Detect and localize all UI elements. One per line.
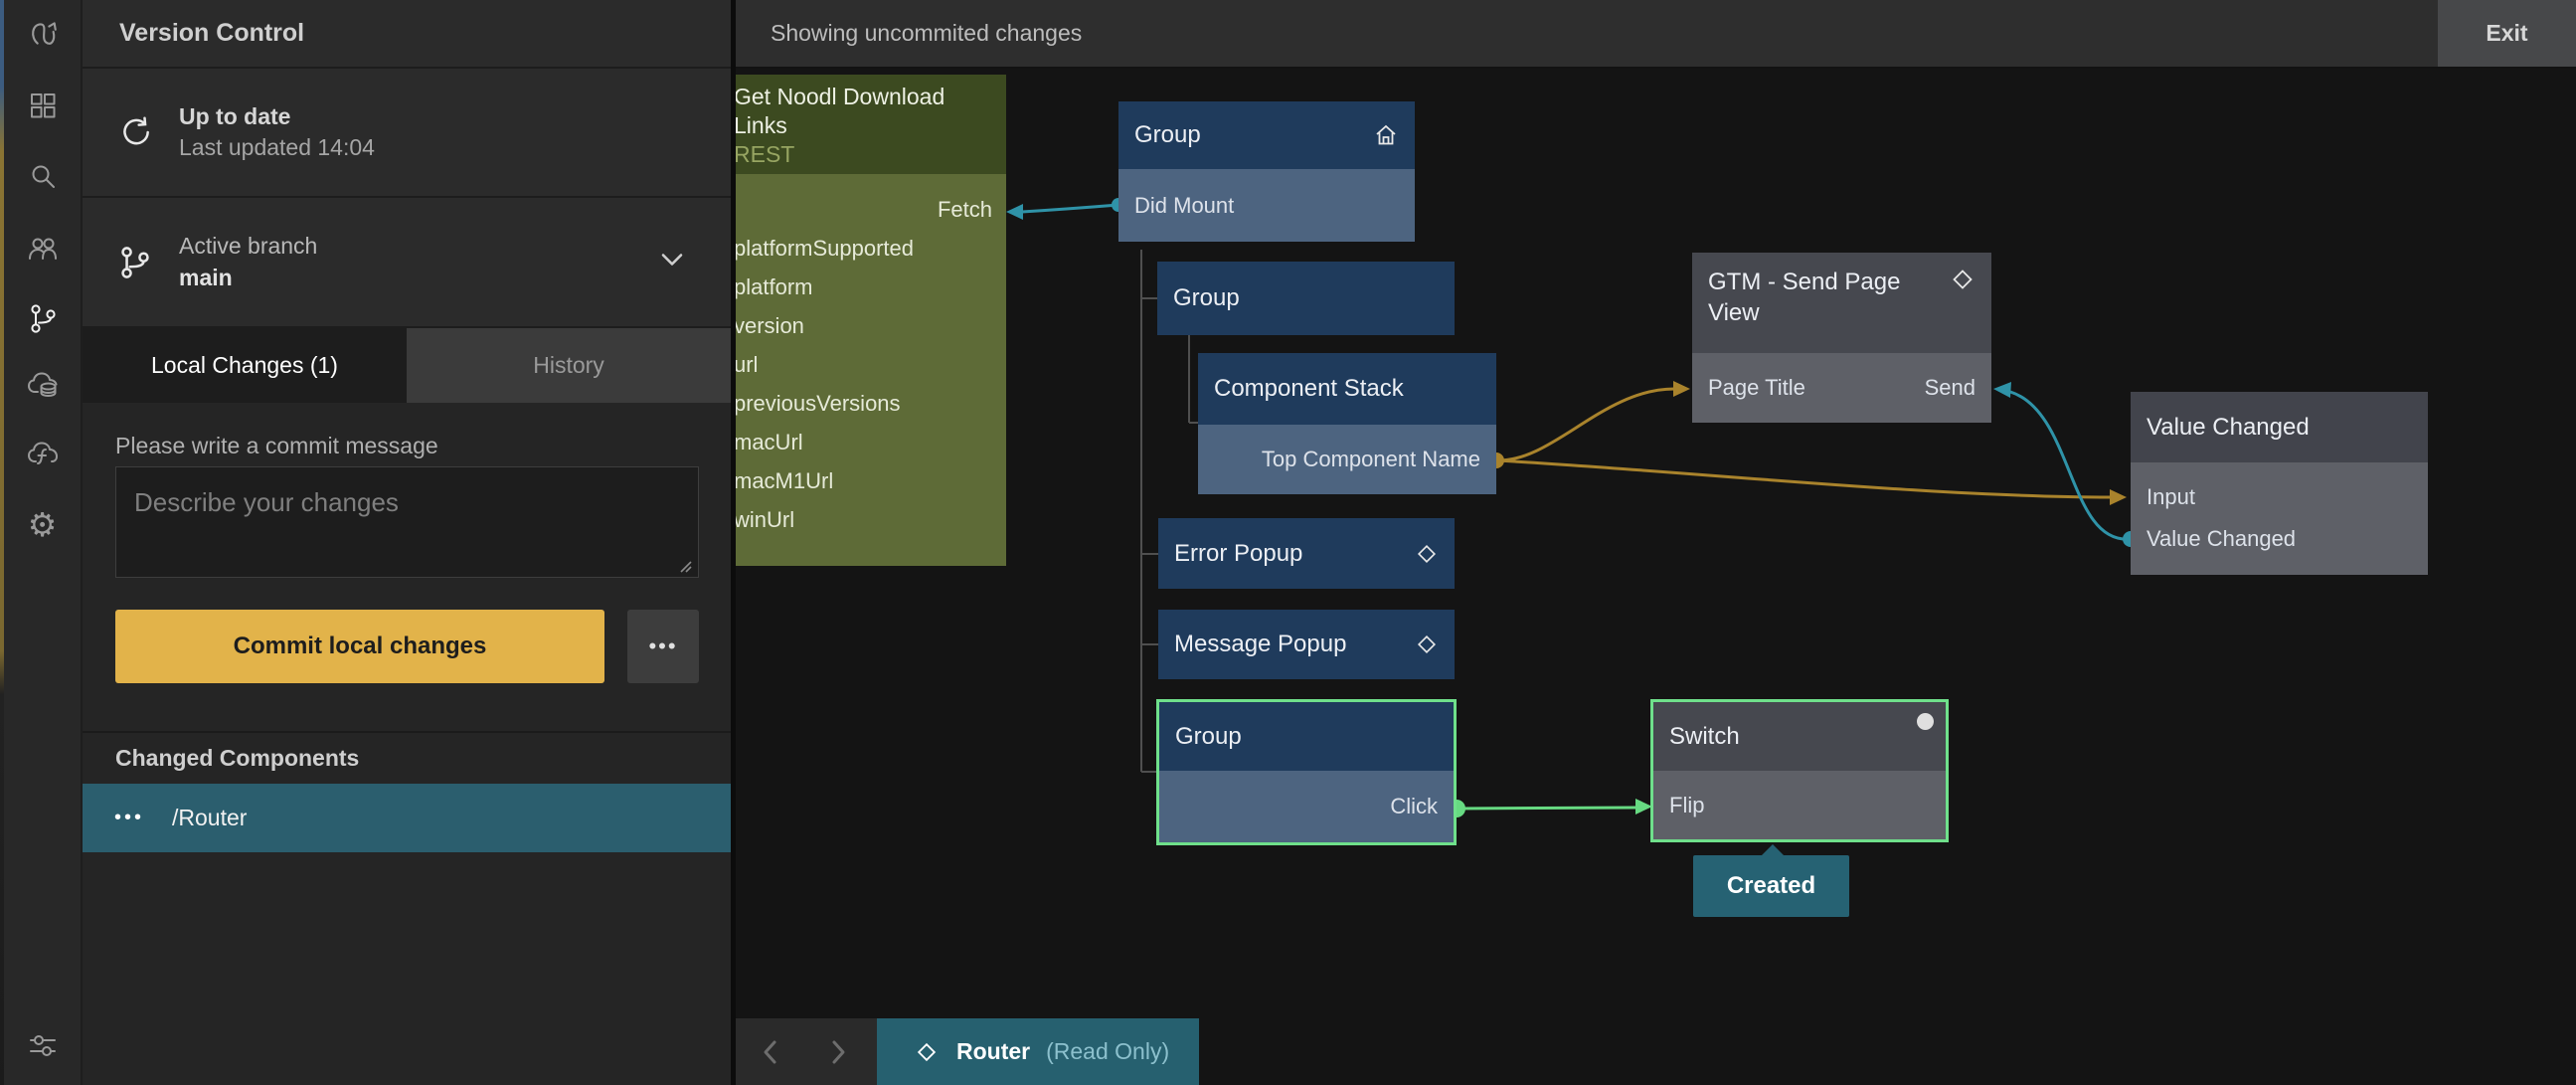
refresh-icon[interactable] [115,113,155,151]
node-title: Group [1175,722,1242,750]
node-title: Switch [1669,722,1740,750]
node-status-dot [1917,713,1934,730]
port-platformsupported[interactable]: platformSupported [736,235,914,261]
node-title: Group [1173,284,1240,311]
changed-component-name: /Router [172,805,248,830]
active-branch-label: Active branch [179,233,318,260]
gtm-port-row[interactable]: Page Title Send [1692,353,1991,423]
nav-forward-icon[interactable] [815,1029,861,1075]
node-title: GTM - Send Page View [1708,269,1901,327]
node-title: Component Stack [1214,375,1404,402]
commit-local-changes-button[interactable]: Commit local changes [115,610,604,683]
panel-header: Version Control [83,0,731,69]
port-winurl[interactable]: winUrl [736,506,795,532]
component-diamond-icon [915,1040,939,1064]
node-group-home[interactable]: Group Did Mount [1118,101,1415,242]
created-tooltip-badge: Created [1693,844,1849,917]
node-group-click[interactable]: Group Click [1156,699,1457,845]
node-rest[interactable]: Get Noodl Download Links REST Fetch plat… [736,75,1006,566]
settings-gear-icon[interactable]: ⚙ [27,505,58,543]
port-click[interactable]: Click [1159,771,1454,842]
commit-more-options-button[interactable]: ••• [627,610,699,683]
port-page-title[interactable]: Page Title [1708,375,1805,400]
components-grid-icon[interactable] [26,89,60,122]
row-menu-icon[interactable]: ••• [114,807,145,828]
version-control-branch-icon[interactable] [26,301,60,335]
tooltip-pointer [1762,844,1784,855]
version-control-panel: Version Control Up to date Last updated … [83,0,731,1085]
cloud-database-icon[interactable] [26,368,60,402]
window-edge-strip [0,0,4,1085]
active-branch-row[interactable]: Active branch main [83,198,731,328]
users-icon[interactable] [26,232,60,266]
tab-history[interactable]: History [407,328,731,403]
component-tab-router[interactable]: Router (Read Only) [877,1018,1199,1085]
commit-message-input[interactable] [115,466,699,578]
readonly-label: (Read Only) [1046,1038,1170,1064]
changed-component-row-router[interactable]: ••• /Router [83,784,731,852]
search-icon[interactable] [26,159,60,193]
port-macurl[interactable]: macUrl [736,429,803,454]
commit-message-prompt: Please write a commit message [115,433,438,458]
sync-status-title: Up to date [179,102,291,129]
page-title: Version Control [119,19,305,47]
port-did-mount[interactable]: Did Mount [1118,169,1415,242]
port-macm1url[interactable]: macM1Url [736,467,834,493]
node-message-popup[interactable]: Message Popup [1158,610,1455,679]
node-gtm-send-page-view[interactable]: GTM - Send Page View Page Title Send [1692,253,1991,423]
port-previousversions[interactable]: previousVersions [736,390,901,416]
node-title: Message Popup [1174,631,1347,657]
component-diamond-icon [1950,267,1975,292]
port-url[interactable]: url [736,351,759,377]
panel-tabs: Local Changes (1) History [83,328,731,403]
cloud-functions-icon[interactable] [26,437,60,470]
node-title: Get Noodl Download Links [736,84,945,139]
exit-button[interactable]: Exit [2438,0,2576,67]
canvas-top-bar: Showing uncommited changes Exit [736,0,2576,69]
port-send[interactable]: Send [1924,375,1975,400]
port-value-changed[interactable]: Value Changed [2147,526,2297,551]
port-fetch[interactable]: Fetch [937,196,992,222]
connection-wires [1006,198,2139,817]
port-top-component-name[interactable]: Top Component Name [1198,425,1496,494]
home-icon [1373,122,1399,148]
port-input[interactable]: Input [2147,484,2195,509]
node-component-stack[interactable]: Component Stack Top Component Name [1198,353,1496,494]
node-switch[interactable]: Switch Flip [1650,699,1949,842]
sidebar-rail: ⚙ [4,0,83,1085]
changed-components-heading: Changed Components [115,744,360,771]
node-title: Error Popup [1174,539,1303,567]
node-type-label: REST [736,140,795,167]
noodl-logo-icon[interactable] [26,17,60,51]
chevron-down-icon[interactable] [661,253,683,271]
component-tab-name: Router [956,1038,1031,1064]
uncommitted-changes-status: Showing uncommited changes [771,20,1083,46]
port-flip[interactable]: Flip [1653,771,1946,839]
node-group-child[interactable]: Group [1157,262,1455,335]
sync-status-subtitle: Last updated 14:04 [179,134,375,160]
component-nav-bar [736,1018,877,1085]
tab-local-changes[interactable]: Local Changes (1) [83,328,407,403]
git-branch-icon [115,244,155,281]
component-diamond-icon [1415,633,1439,656]
panel-canvas-divider [731,0,736,1085]
nav-back-icon[interactable] [748,1029,793,1075]
sync-status-row[interactable]: Up to date Last updated 14:04 [83,69,731,198]
node-graph-canvas[interactable]: Get Noodl Download Links REST Fetch plat… [736,69,2576,1085]
node-value-changed[interactable]: Value Changed Input Value Changed [2131,392,2428,575]
node-error-popup[interactable]: Error Popup [1158,518,1455,589]
port-version[interactable]: version [736,312,804,338]
node-title: Value Changed [2147,413,2310,441]
filter-sliders-icon[interactable] [26,1029,60,1063]
commit-section: Please write a commit message Commit loc… [83,403,731,1085]
active-branch-name: main [179,264,233,290]
section-divider [83,731,731,733]
port-platform[interactable]: platform [736,273,813,299]
node-title: Group [1134,121,1201,148]
component-diamond-icon [1415,542,1439,566]
